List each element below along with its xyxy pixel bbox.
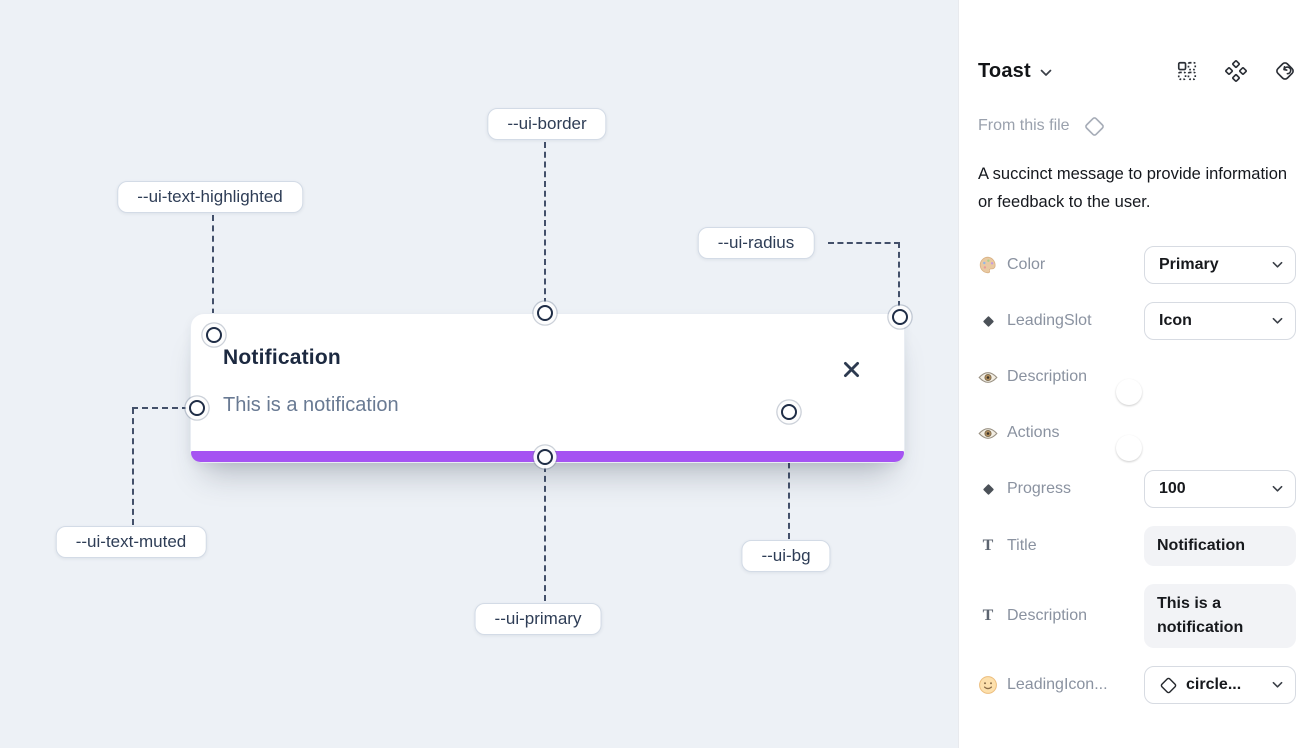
connector-line-text-muted-h [132, 407, 188, 409]
diamond-outline-icon [1083, 115, 1106, 138]
connector-line-radius-h [828, 242, 900, 244]
prop-label-title: T Title [978, 537, 1037, 555]
prop-label-description-text: T Description [978, 607, 1087, 625]
anchor-node-primary[interactable] [537, 449, 553, 465]
diamond-outline-icon [1159, 676, 1178, 695]
progress-dropdown[interactable]: 100 [1144, 470, 1296, 508]
connector-line-text-highlighted [212, 215, 214, 325]
component-title: Toast [978, 59, 1031, 82]
prop-label-leadingicon: LeadingIcon... [978, 675, 1108, 695]
variable-pill-ui-text-muted[interactable]: --ui-text-muted [55, 526, 207, 558]
variable-pill-ui-text-highlighted[interactable]: --ui-text-highlighted [117, 181, 303, 213]
connector-line-text-muted-v [132, 408, 134, 525]
source-label: From this file [978, 117, 1070, 134]
prop-row-description-toggle: Description [978, 358, 1296, 405]
prop-row-leadingicon: LeadingIcon... circle... [978, 666, 1296, 704]
prop-row-progress: Progress 100 [978, 470, 1296, 508]
chevron-down-icon[interactable] [1040, 69, 1052, 77]
palette-icon [978, 255, 998, 275]
anchor-node-text-muted[interactable] [189, 400, 205, 416]
variable-pill-ui-bg[interactable]: --ui-bg [741, 540, 831, 572]
color-dropdown[interactable]: Primary [1144, 246, 1296, 284]
text-type-icon: T [982, 607, 994, 624]
prop-row-title: T Title Notification [978, 526, 1296, 566]
smiley-icon [978, 675, 998, 695]
component-icon[interactable] [1225, 60, 1247, 82]
design-canvas[interactable]: Notification This is a notification --ui… [0, 0, 958, 748]
anchor-node-border[interactable] [537, 305, 553, 321]
anchor-node-bg[interactable] [781, 404, 797, 420]
go-back-to-component-icon[interactable] [1274, 60, 1296, 82]
prop-label-progress: Progress [978, 480, 1071, 498]
toast-component[interactable]: Notification This is a notification [190, 313, 905, 463]
variable-pill-ui-primary[interactable]: --ui-primary [474, 603, 602, 635]
eye-icon [978, 426, 998, 441]
connector-line-primary [544, 466, 546, 601]
toast-description: This is a notification [223, 394, 399, 416]
prop-label-description: Description [978, 368, 1087, 386]
connector-line-radius-v [898, 242, 900, 307]
eye-icon [978, 370, 998, 385]
title-input[interactable]: Notification [1144, 526, 1296, 566]
panel-header: Toast [978, 56, 1296, 86]
prop-label-leadingslot: LeadingSlot [978, 312, 1092, 330]
prop-row-description-text: T Description This is a notification [978, 584, 1296, 648]
variable-pill-ui-radius[interactable]: --ui-radius [697, 227, 815, 259]
connector-line-border [544, 142, 546, 304]
leadingslot-dropdown[interactable]: Icon [1144, 302, 1296, 340]
description-input[interactable]: This is a notification [1144, 584, 1296, 648]
toggle-knob [1116, 379, 1142, 405]
chevron-down-icon [1266, 485, 1283, 493]
chevron-down-icon [1266, 261, 1283, 269]
anchor-node-text-highlighted[interactable] [206, 327, 222, 343]
apply-instance-icon[interactable] [1176, 60, 1198, 82]
chevron-down-icon [1266, 317, 1283, 325]
text-type-icon: T [982, 537, 994, 554]
source-row: From this file [978, 114, 1296, 138]
diamond-icon [978, 482, 998, 497]
prop-label-color: Color [978, 255, 1045, 275]
toggle-knob [1116, 435, 1142, 461]
connector-line-bg [788, 422, 790, 539]
prop-label-actions: Actions [978, 424, 1059, 442]
prop-row-color: Color Primary [978, 246, 1296, 284]
prop-row-actions-toggle: Actions [978, 414, 1296, 461]
anchor-node-radius[interactable] [892, 309, 908, 325]
chevron-down-icon [1266, 681, 1283, 689]
diamond-icon [978, 314, 998, 329]
variable-pill-ui-border[interactable]: --ui-border [487, 108, 607, 140]
leadingicon-dropdown[interactable]: circle... [1144, 666, 1296, 704]
component-description: A succinct message to provide informatio… [978, 165, 1288, 211]
close-icon[interactable] [840, 358, 862, 380]
properties-panel: Toast [958, 0, 1312, 748]
property-list: Color Primary LeadingSlot [978, 246, 1296, 704]
toast-title: Notification [223, 346, 341, 369]
prop-row-leadingslot: LeadingSlot Icon [978, 302, 1296, 340]
